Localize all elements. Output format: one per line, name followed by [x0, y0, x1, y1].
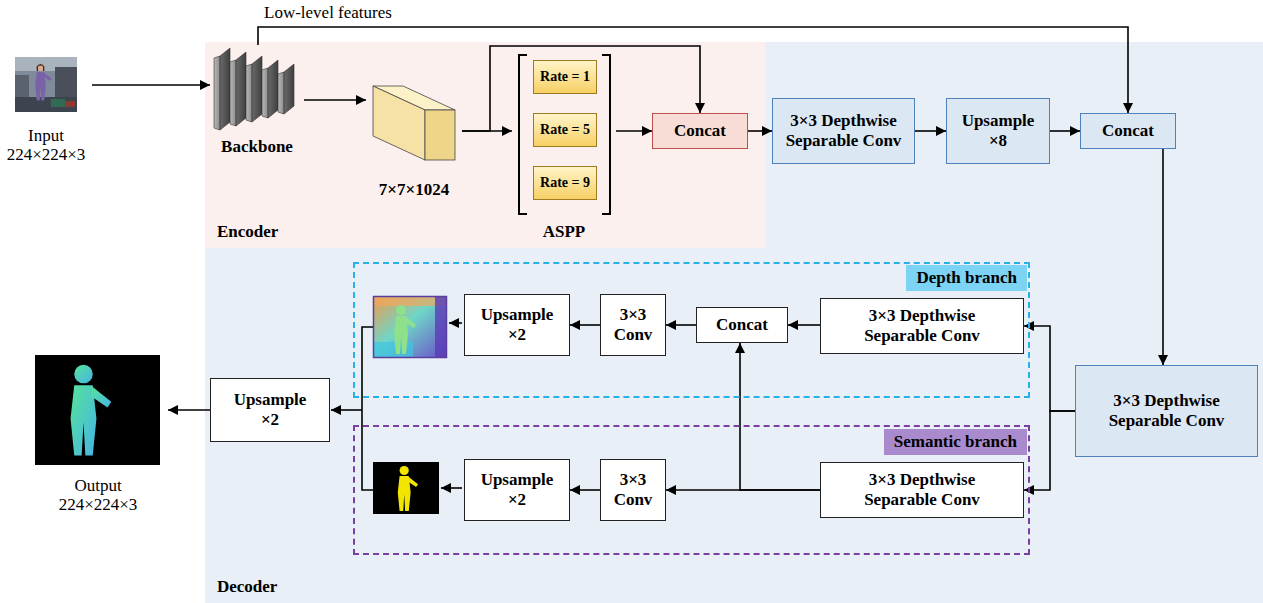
- encoder-region: Encoder Backbone 7×7×1024ASPP Rate = 1 Rate …: [205, 42, 765, 248]
- connector-arrow: [168, 409, 210, 411]
- backbone-icon: [214, 48, 294, 130]
- semantic-mask-image: [373, 462, 439, 514]
- upsample-box: Upsample ×2: [464, 294, 570, 356]
- connector-arrow: [1024, 326, 1075, 411]
- connector-arrow: [748, 130, 772, 132]
- connector-arrow: [740, 343, 820, 490]
- connector-arrow: [915, 130, 946, 132]
- input-label: Input 224×224×3: [0, 55, 92, 165]
- node-label: Concat: [716, 315, 768, 335]
- node-label: 3×3 Depthwise Separable Conv: [1107, 391, 1227, 430]
- output-label: Output 224×224×3: [28, 355, 168, 515]
- node-label: 3×3 Conv: [608, 470, 658, 509]
- connector-arrow: [570, 324, 600, 326]
- semantic-branch: Semantic branch 3×3 Depthwise Separable C…: [353, 425, 1030, 555]
- node-label: 3×3 Conv: [608, 305, 658, 344]
- connector-arrow: [788, 324, 820, 326]
- depth-map-image: [373, 296, 447, 358]
- concat-box: Concat: [1080, 113, 1176, 149]
- upsample-box: Upsample ×2: [464, 459, 570, 521]
- node-label: 3×3 Depthwise Separable Conv: [862, 470, 982, 509]
- backbone: Backbone: [210, 45, 304, 157]
- input-photo: [15, 57, 77, 112]
- rate-box: Rate = 1: [533, 60, 597, 94]
- branch-tab: Semantic branch: [884, 429, 1027, 455]
- conv-box: 3×3 Depthwise Separable Conv: [820, 298, 1024, 354]
- output-image-art: [35, 355, 160, 465]
- aspp-bracket: [519, 55, 610, 214]
- conv-box: 3×3 Depthwise Separable Conv: [820, 462, 1024, 518]
- image-arrows: [331, 323, 462, 490]
- feature-tensor: 7×7×1024: [366, 80, 462, 200]
- connector-arrow: [616, 130, 652, 132]
- region-title: Decoder: [217, 577, 277, 597]
- connector-arrow: [92, 84, 210, 86]
- connector-arrow: [666, 324, 696, 326]
- upsample-box: Upsample ×8: [946, 98, 1050, 164]
- node-label: Upsample ×2: [477, 305, 557, 344]
- node-label: Output 224×224×3: [56, 476, 140, 515]
- connector-arrow: [1050, 130, 1080, 132]
- connector-arrow: [570, 489, 600, 491]
- tensor-prism: [373, 86, 455, 160]
- conv-box: 3×3 Depthwise Separable Conv: [772, 98, 915, 164]
- rate-box: Rate = 5: [533, 113, 597, 147]
- branch-tab: Depth branch: [906, 265, 1027, 291]
- node-label: Rate = 1: [540, 69, 590, 85]
- node-label: Input 224×224×3: [4, 126, 88, 165]
- node-label: 3×3 Depthwise Separable Conv: [784, 111, 904, 150]
- node-label: ASPP: [543, 222, 586, 242]
- node-label: Upsample ×2: [477, 470, 557, 509]
- concat-box: Concat: [696, 307, 788, 343]
- node-label: Upsample ×2: [230, 390, 310, 429]
- connector-arrow: [1162, 149, 1164, 365]
- node-label: Backbone: [221, 137, 293, 157]
- encoder-ground: [205, 42, 765, 248]
- node-label: 3×3 Depthwise Separable Conv: [862, 306, 982, 345]
- concat-box: Concat: [652, 113, 748, 149]
- node-label: Upsample ×8: [958, 111, 1038, 150]
- region-title: Encoder: [217, 222, 278, 242]
- connector-arrow: [1024, 411, 1075, 490]
- rate-box: Rate = 9: [533, 166, 597, 200]
- node-label: Concat: [674, 121, 726, 141]
- conv-box: 3×3 Conv: [600, 294, 666, 356]
- connector-arrow: [304, 99, 366, 101]
- decoder-region: Decoder3×3 Depthwise Separable ConvUpsam…: [205, 42, 1263, 603]
- conv-box: 3×3 Conv: [600, 459, 666, 521]
- aspp-module: ASPP Rate = 1 Rate = 5 Rate = 9: [512, 50, 616, 242]
- upsample-box: Upsample ×2: [210, 378, 330, 442]
- node-label: Concat: [1102, 121, 1154, 141]
- node-label: 7×7×1024: [379, 180, 449, 200]
- conv-box: 3×3 Depthwise Separable Conv: [1075, 365, 1258, 457]
- depth-branch: Depth branch 3×3 Depthwise Separable Conv…: [353, 262, 1030, 398]
- decoder-ground: [205, 42, 1263, 603]
- edge-label: Low-level features: [262, 3, 394, 23]
- node-label: Rate = 5: [540, 122, 590, 138]
- node-label: Rate = 9: [540, 175, 590, 191]
